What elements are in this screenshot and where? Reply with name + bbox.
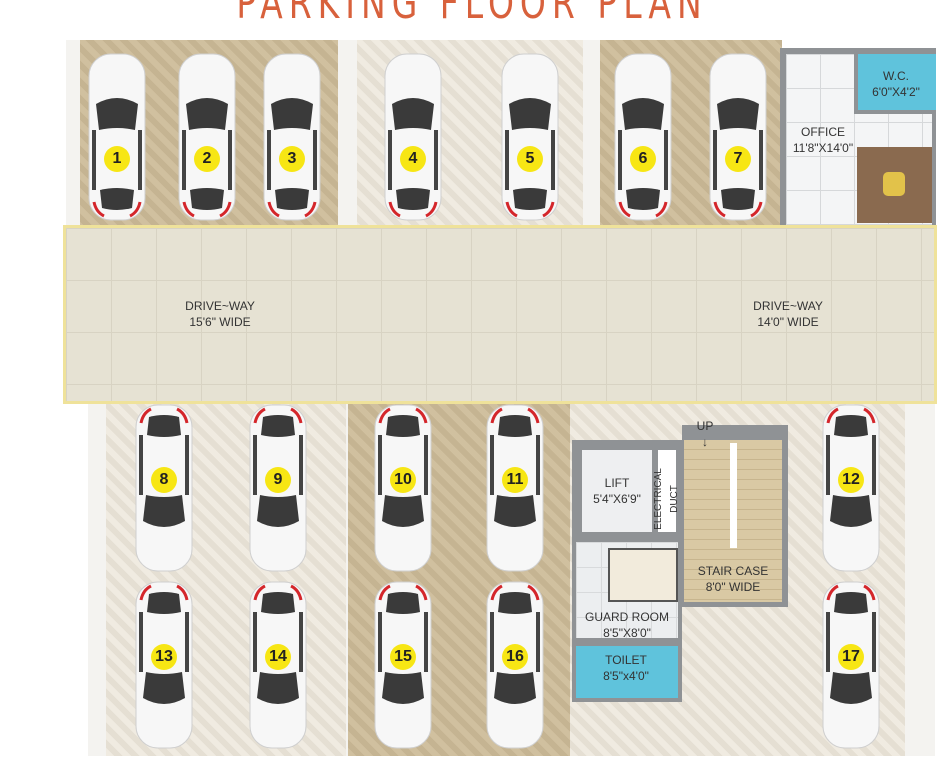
office-chair xyxy=(883,172,905,196)
parking-slot-15: 15 xyxy=(372,580,434,750)
parking-slot-17: 17 xyxy=(820,580,882,750)
car-icon xyxy=(178,53,236,221)
car-icon xyxy=(709,53,767,221)
parking-slot-9: 9 xyxy=(247,403,309,573)
car-icon xyxy=(501,53,559,221)
slot-number-badge: 13 xyxy=(151,644,177,670)
slot-number-badge: 2 xyxy=(194,146,220,172)
parking-slot-4: 4 xyxy=(382,52,444,222)
electrical-duct xyxy=(658,450,676,532)
slot-number-badge: 11 xyxy=(502,467,528,493)
lift xyxy=(582,450,652,532)
slot-number-badge: 14 xyxy=(265,644,291,670)
slot-number-badge: 8 xyxy=(151,467,177,493)
parking-slot-7: 7 xyxy=(707,52,769,222)
slot-number-badge: 9 xyxy=(265,467,291,493)
parking-slot-16: 16 xyxy=(484,580,546,750)
driveway xyxy=(63,225,937,404)
parking-slot-5: 5 xyxy=(499,52,561,222)
slot-number-badge: 12 xyxy=(838,467,864,493)
slot-number-badge: 10 xyxy=(390,467,416,493)
parking-slot-8: 8 xyxy=(133,403,195,573)
parking-slot-3: 3 xyxy=(261,52,323,222)
plan-title: PARKING FLOOR PLAN xyxy=(236,0,708,29)
slot-number-badge: 3 xyxy=(279,146,305,172)
slot-number-badge: 16 xyxy=(502,644,528,670)
car-icon xyxy=(88,53,146,221)
parking-slot-13: 13 xyxy=(133,580,195,750)
wc-label: W.C.6'0"X4'2" xyxy=(872,69,920,99)
parking-slot-10: 10 xyxy=(372,403,434,573)
parking-slot-6: 6 xyxy=(612,52,674,222)
car-icon xyxy=(384,53,442,221)
stair-railing xyxy=(730,443,737,548)
slot-number-badge: 5 xyxy=(517,146,543,172)
slot-number-badge: 7 xyxy=(725,146,751,172)
parking-slot-2: 2 xyxy=(176,52,238,222)
stair-up-label: UP↓ xyxy=(690,418,720,450)
bay-edge xyxy=(905,404,935,756)
slot-number-badge: 15 xyxy=(390,644,416,670)
toilet-room xyxy=(576,646,678,698)
bed xyxy=(608,548,678,602)
parking-slot-1: 1 xyxy=(86,52,148,222)
wc-room xyxy=(854,54,936,114)
slot-number-badge: 6 xyxy=(630,146,656,172)
arrow-down-icon: ↓ xyxy=(702,435,708,449)
duct-label: ELECTRICAL DUCT xyxy=(653,468,680,530)
slot-number-badge: 17 xyxy=(838,644,864,670)
parking-slot-11: 11 xyxy=(484,403,546,573)
parking-slot-12: 12 xyxy=(820,403,882,573)
car-icon xyxy=(614,53,672,221)
slot-number-badge: 1 xyxy=(104,146,130,172)
parking-slot-14: 14 xyxy=(247,580,309,750)
car-icon xyxy=(263,53,321,221)
slot-number-badge: 4 xyxy=(400,146,426,172)
